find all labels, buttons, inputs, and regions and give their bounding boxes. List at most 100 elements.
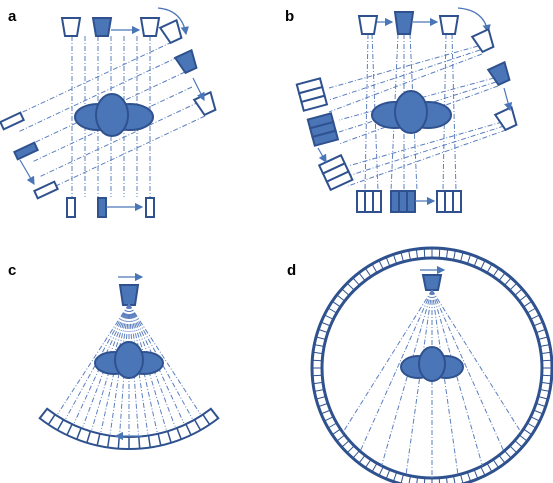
detector-cell-divider	[541, 374, 552, 377]
fan-beam-line	[128, 303, 158, 433]
detector-cell-divider	[514, 288, 523, 296]
detector-cell-divider	[523, 300, 533, 308]
detector-cell-divider	[486, 463, 493, 473]
detector-cell-divider	[315, 396, 326, 400]
detector-cell-divider	[438, 477, 441, 483]
detector-cell-divider	[539, 389, 550, 392]
detector-cell-divider	[157, 433, 162, 446]
detector-cell-divider	[533, 321, 544, 327]
detector-empty-icon	[0, 111, 25, 131]
detector-cell-divider	[324, 314, 334, 320]
curved-detector-array	[38, 407, 220, 450]
x-ray-source-empty-icon	[438, 15, 460, 35]
fan-beam-line	[119, 303, 130, 435]
detector-cell-divider	[530, 314, 540, 320]
detector-cell-divider	[371, 463, 378, 473]
detector-cell-divider	[314, 389, 325, 392]
detector-cell-divider	[202, 414, 211, 425]
fan-beam-line	[73, 303, 130, 424]
detector-cell-divider	[185, 423, 192, 436]
x-ray-source-empty-icon	[60, 17, 82, 37]
detector-cell-divider	[423, 477, 426, 483]
detector-cell-divider	[445, 248, 449, 259]
fan-beam-line	[381, 289, 433, 466]
fan-beam-line	[431, 289, 522, 433]
detector-cell-divider	[346, 445, 355, 454]
detector-cell-divider	[352, 450, 360, 459]
x-ray-source-empty-icon	[158, 18, 183, 45]
detector-cell-divider	[541, 381, 552, 385]
translation-arrow	[192, 77, 205, 102]
detector-cell-divider	[364, 459, 372, 469]
detector-cell-divider	[538, 336, 549, 340]
detector-cell-divider	[530, 416, 540, 422]
panel-b: b	[285, 7, 518, 213]
detector-cell-divider	[331, 300, 341, 308]
detector-cell-divider	[408, 475, 411, 483]
fan-beam-line	[128, 303, 185, 424]
panel-label-d: d	[287, 262, 296, 279]
panel-label-b: b	[285, 8, 294, 25]
fan-beam-line	[128, 303, 139, 435]
detector-cell-divider	[460, 474, 464, 483]
detector-cell-divider	[509, 282, 518, 291]
detector-cell-divider	[453, 475, 456, 483]
detector-cell-divider	[320, 409, 331, 415]
detector-cell-divider	[324, 416, 334, 422]
detector-array-active-icon	[390, 190, 416, 213]
detector-cell-divider	[336, 434, 346, 442]
detector-cell-divider	[498, 454, 506, 464]
panel-label-c: c	[8, 262, 16, 279]
detector-active-icon	[97, 197, 107, 218]
detector-cell-divider	[400, 251, 404, 262]
detector-cell-divider	[541, 359, 552, 362]
x-ray-source-empty-icon	[357, 15, 379, 35]
detector-cell-divider	[385, 469, 391, 480]
panel-d: d	[287, 246, 553, 483]
detector-cell-divider	[504, 277, 512, 286]
fan-beam-line	[128, 303, 176, 427]
fan-beam-line	[128, 303, 149, 434]
translation-arrow	[503, 87, 513, 112]
detector-cell-divider	[536, 402, 546, 408]
detector-cell-divider	[352, 277, 360, 286]
x-ray-source-active-icon	[421, 274, 443, 291]
phantom-head	[74, 93, 154, 137]
detector-cell-divider	[480, 260, 486, 270]
detector-active-icon	[13, 141, 39, 161]
detector-cell-divider	[518, 434, 528, 442]
detector-empty-icon	[33, 180, 59, 200]
detector-cell-divider	[364, 267, 372, 277]
rotation-arrow	[457, 7, 491, 34]
rotation-arrow	[157, 7, 189, 36]
panel-a: a	[0, 7, 217, 218]
detector-cell-divider	[460, 251, 464, 262]
detector-cell-divider	[336, 294, 346, 302]
panel-c: c	[8, 262, 220, 450]
x-ray-source-empty-icon	[493, 105, 518, 132]
detector-cell-divider	[318, 402, 328, 408]
phantom-head	[400, 346, 464, 382]
detector-cell-divider	[385, 256, 391, 267]
detector-empty-icon	[145, 197, 155, 218]
detector-cell-divider	[346, 282, 355, 291]
detector-cell-divider	[56, 419, 65, 431]
x-ray-source-empty-icon	[470, 27, 495, 54]
detector-array-empty-icon	[436, 190, 462, 213]
fan-beam-line	[100, 303, 130, 433]
detector-cell-divider	[166, 431, 172, 443]
fan-beam-line	[57, 303, 130, 415]
fan-beam-line	[405, 289, 433, 475]
beam-lines-oblique	[11, 41, 206, 192]
detector-array-empty-icon	[295, 77, 329, 112]
fan-beam-lines	[57, 303, 201, 435]
detector-cell-divider	[438, 248, 441, 259]
detector-array-empty-icon	[356, 190, 382, 213]
detector-cell-divider	[96, 433, 101, 446]
detector-cell-divider	[423, 248, 426, 259]
translation-arrow	[19, 159, 35, 186]
detector-cell-divider	[498, 272, 506, 282]
detector-cell-divider	[492, 459, 500, 469]
detector-cell-divider	[312, 351, 323, 355]
